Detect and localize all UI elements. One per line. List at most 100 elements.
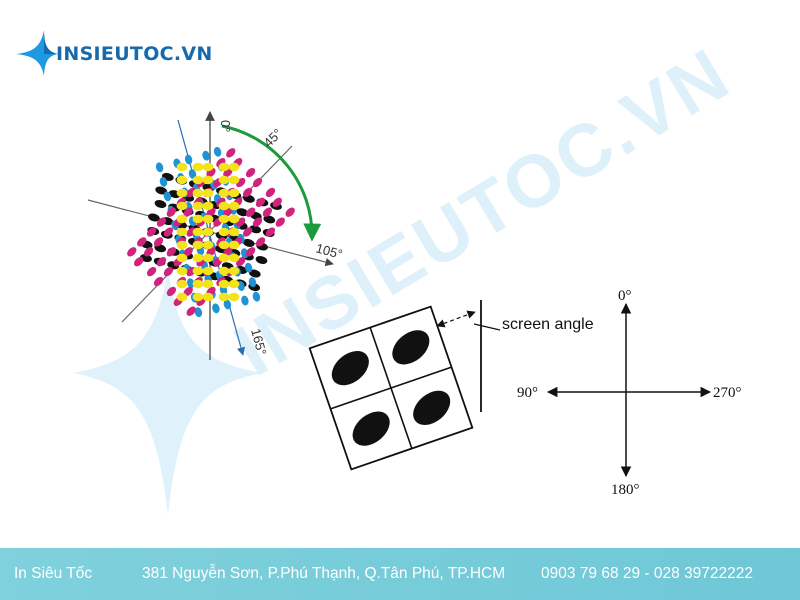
- rosette-dot: [223, 299, 232, 310]
- rosette-dot: [218, 279, 230, 289]
- rosette-dot: [202, 292, 214, 302]
- rosette-dot: [176, 175, 188, 185]
- rosette-dot: [153, 237, 164, 247]
- rosette-dot: [218, 227, 230, 237]
- rosette-dot: [202, 279, 214, 289]
- rosette-dot: [202, 227, 214, 237]
- compass-label-bottom: 180°: [611, 482, 640, 498]
- sparkle-star-icon: [16, 30, 58, 76]
- rosette-dot: [176, 214, 188, 224]
- rosette-dot: [154, 200, 167, 208]
- brand-logo[interactable]: INSIEUTOC.VN: [14, 26, 213, 82]
- rosette-dot: [272, 197, 282, 207]
- rosette-dot: [176, 253, 188, 263]
- rosette-dot: [228, 175, 240, 185]
- rosette-dot: [228, 266, 240, 276]
- rosette-dot: [248, 277, 257, 288]
- rosette-dot: [192, 240, 204, 250]
- rosette-dot: [156, 217, 167, 227]
- rosette-dot: [202, 162, 214, 172]
- rosette-dot: [202, 240, 214, 250]
- rosette-dot: [176, 227, 188, 237]
- rosette-dot: [228, 279, 240, 289]
- halftone-dot: [413, 390, 451, 425]
- rosette-dot: [192, 227, 204, 237]
- rosette-dot: [186, 278, 195, 289]
- rosette-dot: [228, 188, 240, 198]
- halftone-dot: [392, 330, 430, 365]
- rosette-dot: [202, 175, 214, 185]
- rosette-dots: [127, 146, 295, 318]
- rosette-dot: [183, 207, 193, 217]
- rosette-dot: [228, 253, 240, 263]
- rotation-arrow: [221, 124, 322, 242]
- rosette-dot: [192, 292, 204, 302]
- watermark-star-shape: [74, 268, 262, 515]
- rosette-dot: [166, 247, 177, 257]
- rosette-dot: [183, 247, 193, 257]
- rosette-dot: [176, 240, 188, 250]
- rosette-dot: [262, 207, 273, 217]
- rosette-dot: [228, 227, 240, 237]
- rosette-dot: [192, 162, 204, 172]
- rosette-dot: [218, 292, 230, 302]
- rosette-dot: [163, 266, 174, 277]
- footer-bar: In Siêu Tốc 381 Nguyễn Sơn, P.Phú Thạnh,…: [0, 548, 800, 600]
- rosette-dot: [146, 227, 157, 237]
- rosette-dot: [218, 266, 230, 276]
- rosette-dot: [218, 175, 230, 185]
- footer-brand: In Siêu Tốc: [14, 565, 93, 582]
- rosette-dot: [255, 237, 266, 247]
- rosette-dot: [255, 197, 266, 207]
- angle-label-0: 0°: [218, 120, 233, 132]
- rosette-dot: [240, 248, 249, 259]
- compass-label-right: 270°: [713, 385, 742, 401]
- rosette-dot: [176, 292, 188, 302]
- logo-text: INSIEUTOC.VN: [56, 43, 213, 65]
- rosette-dot: [245, 207, 256, 217]
- rosette-dot: [245, 167, 256, 178]
- rosette-dot: [137, 237, 147, 247]
- rosette-dot: [265, 187, 276, 198]
- rosette-dot: [202, 201, 214, 211]
- rosette-dot: [194, 307, 203, 318]
- rosette-dot: [218, 188, 230, 198]
- rosette-dot: [249, 225, 262, 234]
- screen-angle-label: screen angle: [502, 316, 594, 333]
- rosette-dot: [192, 253, 204, 263]
- rosette-dot: [248, 269, 261, 278]
- rosette-dot: [218, 201, 230, 211]
- rosette-dot: [218, 214, 230, 224]
- rosette-dot: [202, 214, 214, 224]
- angle-label-105: 105°: [314, 240, 344, 261]
- angle-label-165: 165°: [248, 327, 269, 357]
- rosette-dot: [228, 292, 240, 302]
- screen-grid-divider-h: [330, 366, 452, 410]
- rosette-dot: [192, 266, 204, 276]
- rosette-dot: [192, 201, 204, 211]
- rosette-dot: [184, 154, 193, 165]
- rosette-dot: [218, 162, 230, 172]
- rosette-dot: [134, 257, 144, 267]
- screen-angle-dashed-arrow: [436, 310, 476, 328]
- footer-phones: 0903 79 68 29 - 028 39722222: [541, 565, 754, 582]
- halftone-dot: [352, 411, 390, 446]
- rosette-dot: [202, 266, 214, 276]
- rosette-dot: [275, 217, 285, 227]
- rosette-dot: [192, 214, 204, 224]
- halftone-rosette: 0° 45° 105° 165°: [87, 111, 344, 360]
- rosette-dot: [176, 266, 188, 276]
- rosette-dot: [186, 306, 196, 316]
- rosette-dot: [176, 201, 188, 211]
- rosette-dot: [241, 295, 249, 306]
- rosette-dot: [242, 227, 253, 237]
- rosette-dot: [252, 177, 263, 188]
- rosette-dot: [244, 262, 253, 273]
- rosette-dot: [156, 257, 167, 267]
- rosette-dot: [183, 286, 193, 297]
- footer-address: 381 Nguyễn Sơn, P.Phú Thạnh, Q.Tân Phú, …: [142, 565, 506, 582]
- rosette-dot: [202, 150, 210, 161]
- rosette-dot: [192, 175, 204, 185]
- rosette-dot: [212, 303, 220, 314]
